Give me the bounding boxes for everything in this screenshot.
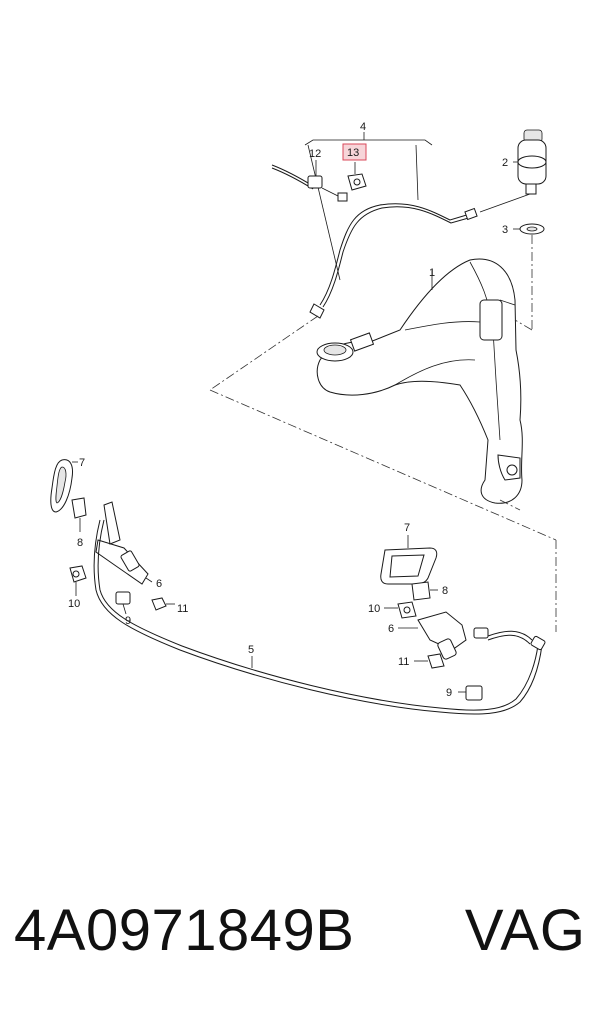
part-number-text: 4A0971849B <box>14 898 355 963</box>
callout-9-left: 9 <box>125 615 131 627</box>
callout-5: 5 <box>248 644 254 656</box>
caption-bar: 4A0971849B VAG <box>0 895 600 975</box>
item-3-grommet <box>513 223 545 330</box>
callout-9-right: 9 <box>446 687 452 699</box>
parts-exploded-diagram: 1 2 3 4 5 6 6 7 7 8 8 9 9 10 10 11 11 12… <box>50 121 557 715</box>
callout-7-right: 7 <box>404 522 410 534</box>
callout-11-left: 11 <box>177 603 188 615</box>
item-5-hose <box>93 519 543 715</box>
callout-12: 12 <box>309 148 321 160</box>
left-washer-group <box>50 459 175 615</box>
callout-8-left: 8 <box>77 537 83 549</box>
callout-6-left: 6 <box>156 578 162 590</box>
callout-13-highlight <box>342 143 367 161</box>
callout-10-right: 10 <box>368 603 380 615</box>
callout-3: 3 <box>502 224 508 236</box>
callout-8-right: 8 <box>442 585 448 597</box>
item-1-reservoir <box>316 258 523 504</box>
callout-2: 2 <box>502 157 508 169</box>
callout-6-right: 6 <box>388 623 394 635</box>
assembly-4-bracket <box>304 132 433 146</box>
item-12-cable-clip <box>271 160 348 202</box>
callout-1: 1 <box>429 267 435 279</box>
item-4-hose-assembly <box>309 203 478 319</box>
item-13-holder-clip <box>347 162 367 191</box>
callout-4: 4 <box>360 121 366 133</box>
right-washer-group <box>380 535 546 701</box>
callout-7-left: 7 <box>79 457 85 469</box>
bracket-leaders <box>307 144 419 281</box>
item-2-washer-pump <box>479 129 547 213</box>
callout-labels: 1 2 3 4 5 6 6 7 7 8 8 9 9 10 10 11 11 12… <box>68 121 508 699</box>
callout-10-left: 10 <box>68 598 80 610</box>
callout-11-right: 11 <box>398 656 409 668</box>
assembly-guides <box>209 315 557 632</box>
brand-text: VAG <box>464 898 586 963</box>
callout-13: 13 <box>347 147 359 159</box>
